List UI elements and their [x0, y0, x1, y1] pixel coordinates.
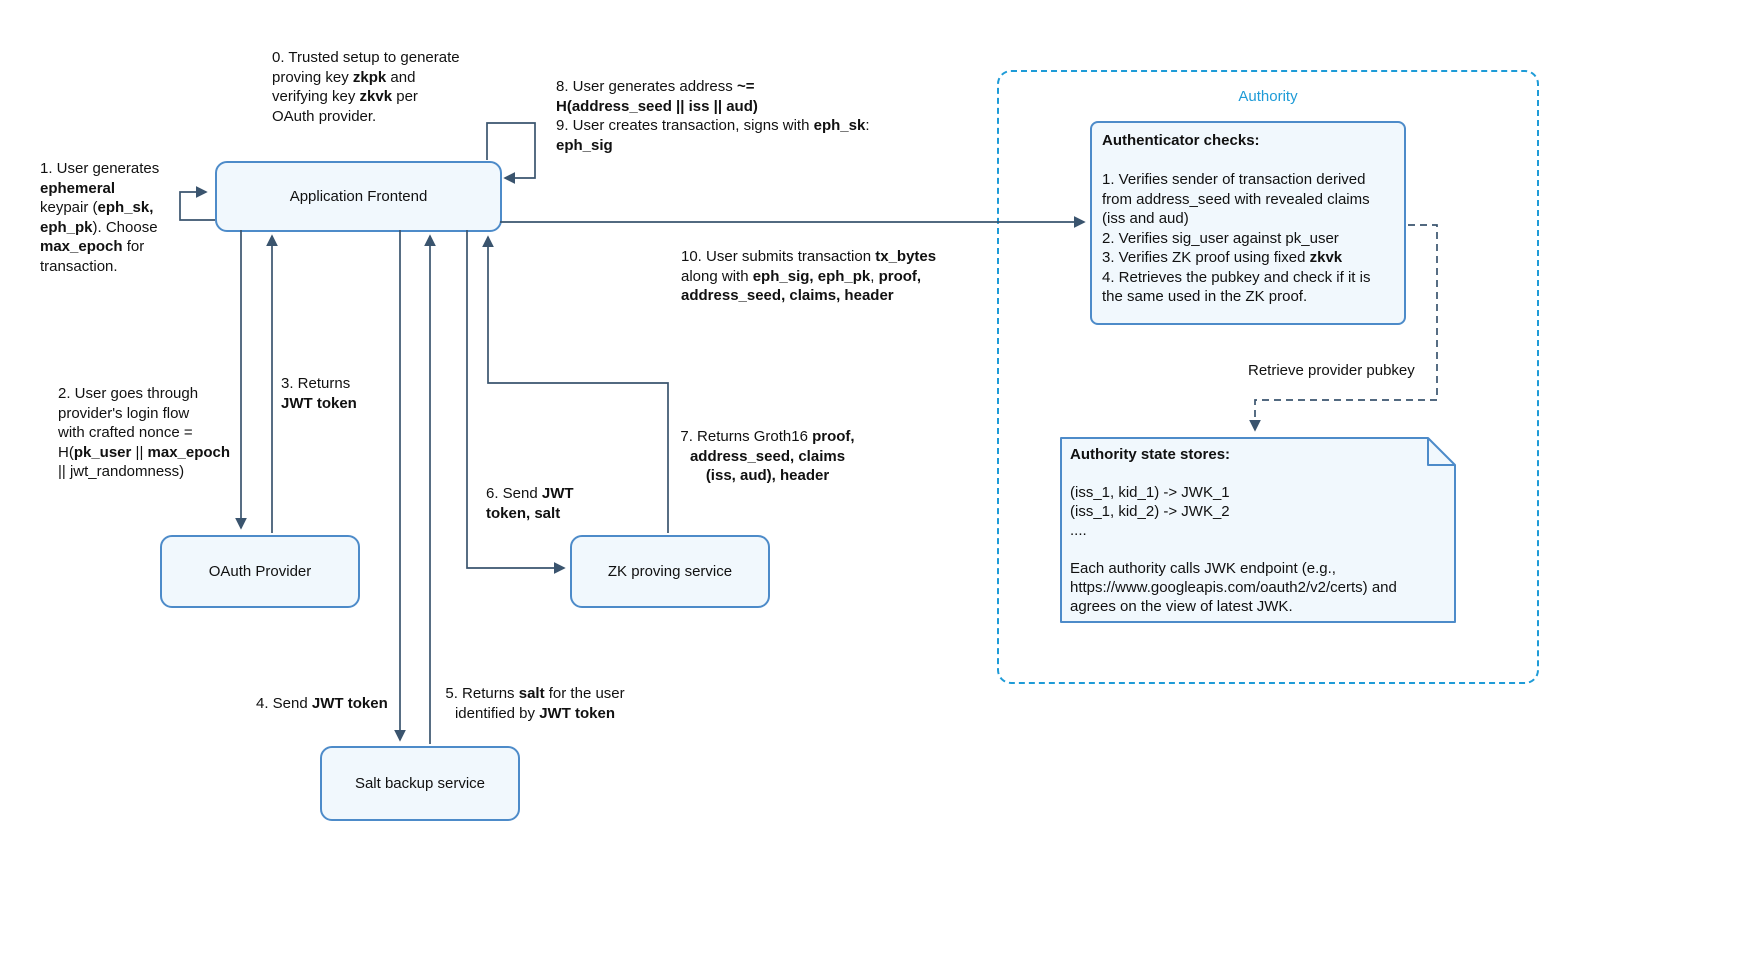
node-zk-proving-service-label: ZK proving service: [607, 563, 733, 580]
node-zk-proving-service: ZK proving service: [570, 535, 770, 608]
node-application-frontend-label: Application Frontend: [289, 188, 428, 205]
authenticator-checks-body: 1. Verifies sender of transaction derive…: [1102, 171, 1371, 305]
node-salt-backup-service: Salt backup service: [320, 746, 520, 821]
authority-state-store-note: Authority state stores: (iss_1, kid_1) -…: [1060, 437, 1456, 623]
node-application-frontend: Application Frontend: [215, 161, 502, 232]
annotation-step4: 4. Send JWT token: [256, 695, 388, 712]
authenticator-checks-title: Authenticator checks:: [1102, 132, 1260, 149]
node-oauth-provider: OAuth Provider: [160, 535, 360, 608]
annotation-step7: 7. Returns Groth16 proof,address_seed, c…: [680, 428, 855, 484]
authenticator-checks-box: Authenticator checks: 1. Verifies sender…: [1090, 121, 1406, 325]
node-oauth-provider-label: OAuth Provider: [208, 563, 312, 580]
authority-label: Authority: [1238, 88, 1298, 105]
node-salt-backup-service-label: Salt backup service: [354, 775, 486, 792]
authority-state-store-body: (iss_1, kid_1) -> JWK_1(iss_1, kid_2) ->…: [1070, 484, 1397, 615]
authority-state-store-title: Authority state stores:: [1070, 446, 1231, 463]
annotation-step8-9: 8. User generates address ~=H(address_se…: [556, 78, 870, 154]
document-shape: [1060, 437, 1456, 623]
retrieve-provider-pubkey-label: Retrieve provider pubkey: [1248, 362, 1415, 379]
